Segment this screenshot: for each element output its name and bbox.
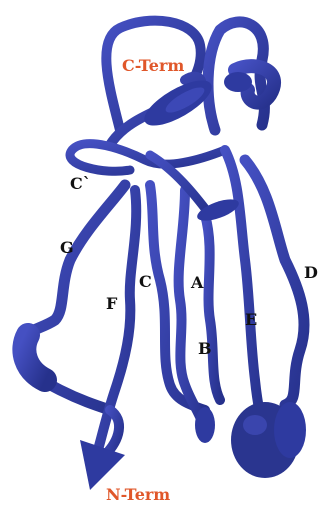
n-term-label: N-Term xyxy=(106,487,170,503)
strand-d-label: D xyxy=(304,265,318,281)
blob-highlight xyxy=(243,415,267,435)
strand-e-label: E xyxy=(245,312,257,328)
strand-b xyxy=(205,215,220,400)
c-term-label: C-Term xyxy=(122,58,184,74)
strand-c-prime-label: C` xyxy=(70,176,91,192)
blob-bottom-right-2 xyxy=(274,402,306,458)
top-cap xyxy=(224,72,252,92)
n-term-arrowhead xyxy=(80,440,125,490)
strand-b-label: B xyxy=(198,341,212,357)
strand-a-label: A xyxy=(191,275,203,291)
strand-e xyxy=(225,150,262,430)
strand-g-bulge xyxy=(24,335,45,380)
strand-f-label: F xyxy=(106,296,117,312)
strand-b-cap xyxy=(195,407,215,443)
strand-g-label: G xyxy=(60,240,74,256)
strand-c-label: C xyxy=(139,274,152,290)
